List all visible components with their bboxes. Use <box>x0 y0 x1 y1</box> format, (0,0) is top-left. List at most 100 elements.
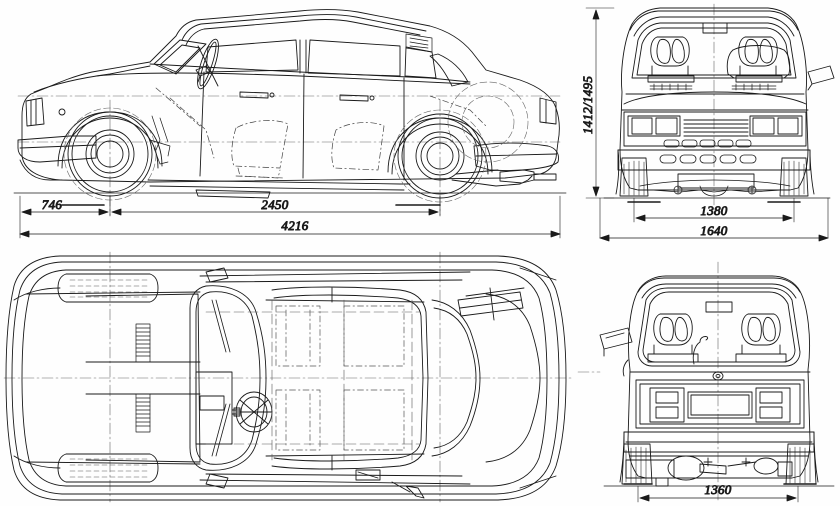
top-mirror-right <box>205 473 229 489</box>
top-rocker-left-2 <box>205 279 463 283</box>
top-rear-bumper <box>519 267 557 489</box>
top-steering-column <box>233 407 241 417</box>
top-centerlines <box>3 251 573 503</box>
side-rear-door-window <box>307 39 401 77</box>
front-suspension <box>639 179 791 197</box>
dim-overall-length: 4216 <box>281 218 308 233</box>
top-rear-trim-bar <box>457 287 525 321</box>
side-sill <box>147 179 411 185</box>
front-headlight-right <box>749 115 803 137</box>
top-rocker-right <box>199 479 471 485</box>
side-c-pillar <box>429 53 469 87</box>
side-front-arch-2 <box>61 117 159 169</box>
top-grille-vent-right <box>135 393 151 433</box>
side-steering-wheel <box>197 38 219 90</box>
top-roof <box>271 286 429 470</box>
top-seats-hidden <box>275 305 405 451</box>
rear-wheel-arch-left <box>619 431 625 483</box>
front-headrest-right <box>735 36 783 83</box>
dim-front-overhang: 746 <box>42 197 63 212</box>
top-side-trim-left <box>25 291 201 295</box>
top-rocker-right-2 <box>205 473 463 477</box>
top-door-frame-left <box>265 299 425 303</box>
side-elevation-view <box>13 9 567 239</box>
front-vent-row-lower <box>659 154 757 164</box>
top-windshield-2 <box>195 291 261 465</box>
side-beltline-2 <box>95 72 471 85</box>
front-wipers <box>649 83 777 91</box>
top-dashboard <box>195 371 233 445</box>
rear-steering-wheel <box>692 336 709 365</box>
side-door-handles[interactable] <box>239 91 375 102</box>
front-headrest-left <box>647 36 695 83</box>
front-rearview-mirror <box>702 22 728 34</box>
dim-overall-height: 1412/1495 <box>580 76 595 135</box>
side-hood-line <box>33 65 151 93</box>
rear-headrest-right <box>735 313 787 363</box>
rear-taillight-left <box>649 387 685 423</box>
top-rear-deck <box>485 293 541 463</box>
top-grille-vent-left <box>135 323 151 363</box>
front-grille-slats <box>683 119 749 137</box>
top-wipers <box>211 299 231 457</box>
side-body-outline <box>21 9 560 183</box>
front-body-outline <box>619 7 809 191</box>
front-licence-plate <box>677 173 755 189</box>
side-interior-hidden <box>155 87 487 179</box>
front-steering-wheel <box>726 45 791 79</box>
top-body-outline-2 <box>11 261 560 495</box>
top-mirror-left <box>205 267 229 283</box>
rear-taillight-right <box>755 387 791 423</box>
side-windshield <box>153 39 207 75</box>
front-wheel-arch-right <box>809 149 815 195</box>
dim-overall-width: 1640 <box>700 223 727 238</box>
top-body-outline-3 <box>21 269 548 487</box>
rear-roof-line-2 <box>641 283 797 299</box>
top-instrument-cluster <box>199 395 225 411</box>
side-taillight <box>539 97 557 125</box>
top-roof-2 <box>273 294 424 462</box>
side-front-bumper-line <box>19 144 97 149</box>
side-front-door-line <box>199 71 205 177</box>
top-hood-seams <box>205 299 421 461</box>
side-rear-bumper-line <box>475 153 557 157</box>
top-body-outline <box>5 255 567 501</box>
side-suspension-detail <box>149 115 171 165</box>
rear-exhaust-muffler <box>625 455 793 487</box>
side-front-bumper <box>17 135 97 163</box>
rear-dimension-lines <box>623 483 817 503</box>
front-dimension-lines <box>585 7 829 242</box>
side-rear-arch-2 <box>391 123 489 175</box>
top-rear-window-2 <box>433 307 477 449</box>
top-rocker-left <box>199 271 471 277</box>
dim-wheelbase: 2450 <box>261 197 288 212</box>
top-fuel-filler <box>355 469 381 481</box>
front-headlight-left <box>627 115 681 137</box>
top-headlight-right <box>57 453 159 483</box>
side-sill-step <box>195 189 271 199</box>
rear-trunk-panel <box>635 379 805 429</box>
rear-brake-light <box>705 301 733 313</box>
front-roof-line <box>629 10 799 31</box>
top-side-trim-right <box>25 461 201 465</box>
rear-trunk-panel-2 <box>639 383 801 425</box>
rear-headrest-left <box>647 313 699 363</box>
side-b-pillar <box>299 39 307 74</box>
side-headlight <box>25 97 45 127</box>
dim-front-track: 1380 <box>700 203 727 218</box>
rear-body-outline <box>627 275 811 479</box>
rear-licence-plate <box>687 391 753 419</box>
front-elevation-view <box>585 3 835 242</box>
top-exhaust <box>391 481 425 499</box>
rear-trunk-lock <box>712 371 724 381</box>
front-grille-panel <box>623 111 807 147</box>
dim-rear-track: 1360 <box>704 482 731 497</box>
top-hood-outline <box>85 293 201 463</box>
top-door-frame-right <box>265 453 425 457</box>
rear-body-side-crease <box>622 359 629 377</box>
front-windshield <box>631 22 797 79</box>
side-rear-wheel <box>397 113 483 199</box>
rear-licence-plate-inner <box>690 394 750 416</box>
side-exhaust-pipe <box>451 169 557 187</box>
